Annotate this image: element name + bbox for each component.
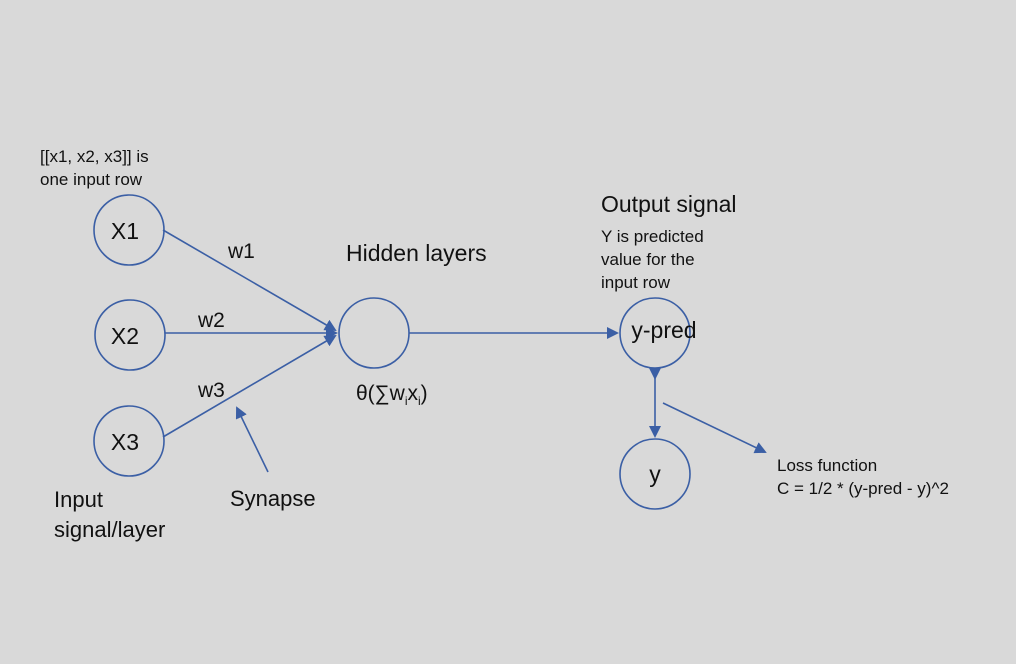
loss-line1: Loss function: [777, 456, 878, 475]
node-hidden: [338, 297, 410, 369]
loss-pointer-arrow: [662, 402, 767, 454]
loss-function-label: Loss function C = 1/2 * (y-pred - y)^2: [777, 454, 949, 500]
input-layer-line2: signal/layer: [54, 517, 166, 542]
edge-x3-hidden: [162, 334, 337, 438]
output-signal-title: Output signal: [601, 191, 737, 217]
activation-mid: x: [407, 382, 418, 405]
weight-w2: w2: [198, 309, 225, 332]
synapse-label: Synapse: [230, 486, 316, 511]
hidden-layers-label: Hidden layers: [346, 240, 487, 266]
weight-w3: w3: [198, 379, 225, 402]
node-y: y: [619, 438, 691, 510]
input-layer-label: Input signal/layer: [54, 485, 165, 545]
input-row-note-line1: [[x1, x2, x3]] is: [40, 147, 149, 166]
output-desc-line2: value for the: [601, 250, 695, 269]
node-x1: X1: [93, 194, 165, 266]
activation-prefix: θ(∑w: [356, 382, 405, 405]
activation-formula: θ(∑wixi): [356, 382, 428, 408]
activation-suffix: ): [420, 382, 428, 405]
node-y-pred: y-pred: [619, 297, 697, 369]
synapse-pointer-arrow: [235, 406, 269, 473]
weight-w1: w1: [228, 240, 255, 263]
node-x3: X3: [93, 405, 165, 477]
input-row-note-line2: one input row: [40, 170, 143, 189]
input-layer-line1: Input: [54, 487, 103, 512]
node-y-pred-label: y-pred: [631, 317, 696, 343]
node-x3-label: X3: [111, 429, 139, 455]
edge-x1-hidden: [162, 229, 337, 332]
activation-sub2: i: [417, 394, 421, 409]
node-x2-label: X2: [111, 323, 139, 349]
loss-line2: C = 1/2 * (y-pred - y)^2: [777, 479, 949, 498]
activation-sub1: i: [404, 394, 408, 409]
node-y-label: y: [649, 461, 661, 487]
input-row-note: [[x1, x2, x3]] is one input row: [40, 145, 149, 191]
output-desc-line3: input row: [601, 273, 670, 292]
output-description: Y is predicted value for the input row: [601, 225, 704, 294]
node-x2: X2: [94, 299, 166, 371]
output-desc-line1: Y is predicted: [601, 227, 704, 246]
node-x1-label: X1: [111, 218, 139, 244]
